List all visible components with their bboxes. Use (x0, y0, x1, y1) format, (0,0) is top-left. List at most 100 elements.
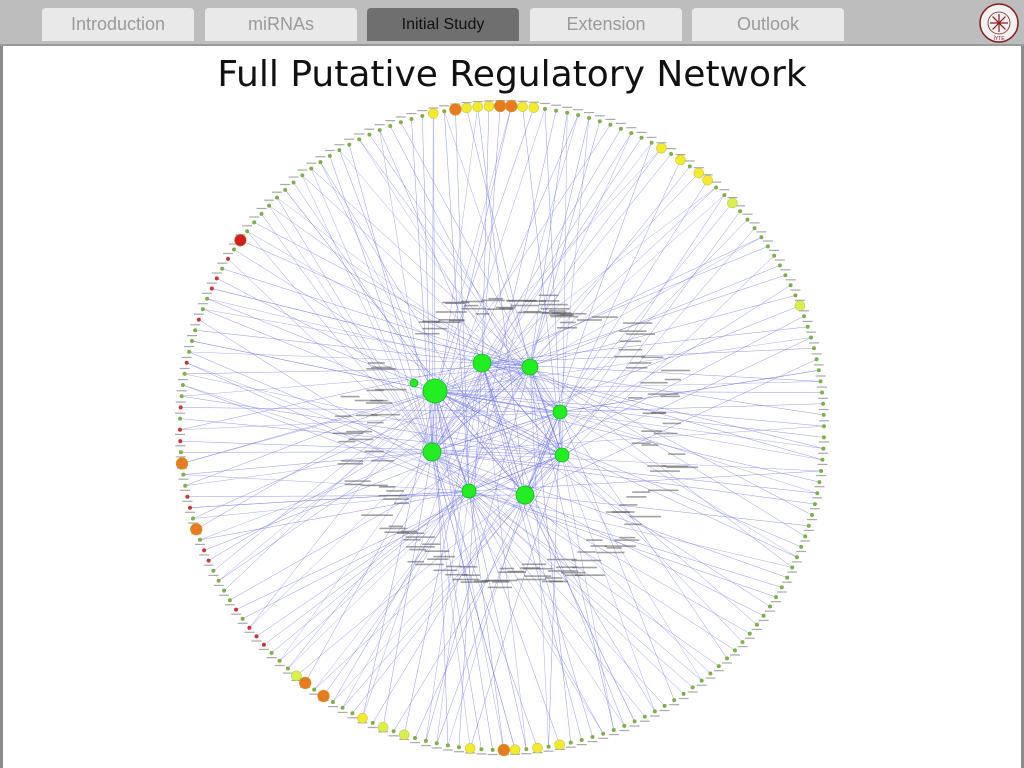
node-label-mark (422, 320, 441, 323)
peripheral-node-label-mark (816, 475, 827, 477)
node-label-mark (461, 307, 487, 310)
node-label-mark (464, 304, 479, 307)
peripheral-node (423, 738, 428, 743)
peripheral-node (445, 743, 450, 748)
peripheral-node (196, 317, 201, 322)
node-label-mark (541, 312, 561, 314)
node-label-mark (406, 546, 435, 548)
peripheral-node (772, 253, 777, 258)
regulatory-edge (431, 451, 702, 681)
regulatory-edge (522, 106, 563, 456)
tab-introduction[interactable]: Introduction (42, 8, 194, 41)
regulatory-edge (524, 494, 809, 527)
peripheral-node (793, 293, 798, 298)
regulatory-edge (216, 278, 436, 392)
peripheral-node (761, 613, 766, 618)
node-label-mark (524, 575, 552, 577)
peripheral-node-label-mark (195, 543, 205, 545)
peripheral-node-label-mark (756, 231, 767, 233)
hub-node (422, 378, 448, 404)
peripheral-node (669, 152, 674, 156)
peripheral-node-label-mark (812, 497, 823, 499)
regulatory-edge (529, 366, 806, 537)
peripheral-node-label-mark (791, 561, 802, 563)
regulatory-edge (199, 490, 470, 541)
peripheral-node-label-mark (237, 622, 248, 624)
regulatory-edge (431, 451, 482, 750)
regulatory-edge (181, 366, 531, 397)
regulatory-edge (229, 411, 561, 601)
peripheral-node (377, 128, 382, 133)
regulatory-edge (213, 390, 436, 571)
tab-initial-study[interactable]: Initial Study (367, 8, 519, 41)
tab-outlook[interactable]: Outlook (692, 8, 844, 41)
peripheral-node (716, 664, 721, 669)
regulatory-edge (304, 362, 483, 684)
node-label-mark (517, 311, 550, 314)
regulatory-edge (279, 490, 470, 662)
peripheral-node-label-mark (388, 735, 399, 737)
peripheral-node (788, 283, 793, 288)
peripheral-node (579, 738, 584, 742)
page-title: Full Putative Regulatory Network (217, 54, 807, 95)
peripheral-node-label-mark (178, 478, 189, 480)
tab-mirnas[interactable]: miRNAs (205, 8, 357, 41)
peripheral-node-label-mark (219, 594, 230, 596)
peripheral-node (652, 709, 657, 714)
node-label-mark (354, 399, 384, 402)
peripheral-node (740, 640, 745, 645)
peripheral-node-label-mark (744, 637, 755, 639)
regulatory-edge (311, 168, 433, 453)
regulatory-edge (529, 237, 762, 368)
node-label-mark (571, 559, 602, 562)
node-label-mark (337, 463, 363, 465)
peripheral-node (209, 286, 214, 291)
regulatory-edge (332, 366, 531, 703)
tab-extension[interactable]: Extension (530, 8, 682, 41)
regulatory-edge (434, 124, 611, 392)
regulatory-edge (180, 407, 561, 413)
regulatory-edge (468, 490, 719, 667)
regulatory-edge (524, 494, 635, 722)
node-label-mark (394, 502, 409, 505)
peripheral-node-label-mark (727, 197, 738, 199)
hub-link-edge (481, 362, 526, 496)
peripheral-node-label-mark (182, 500, 193, 502)
node-label-mark (445, 302, 465, 304)
peripheral-node (187, 349, 192, 354)
peripheral-node-label-mark (774, 259, 785, 261)
regulatory-edge (431, 451, 538, 749)
node-label-mark (460, 566, 478, 568)
peripheral-node-label-mark (587, 741, 598, 743)
regulatory-edge (242, 454, 563, 619)
peripheral-node (214, 276, 219, 281)
peripheral-node-label-mark (347, 717, 358, 719)
peripheral-node-label-mark (742, 213, 753, 215)
peripheral-node (193, 328, 198, 333)
regulatory-edge (352, 494, 526, 714)
peripheral-node (803, 534, 808, 539)
peripheral-node (745, 217, 750, 222)
regulatory-edge (431, 106, 512, 453)
node-label-mark (619, 536, 636, 539)
peripheral-node (493, 99, 507, 113)
peripheral-node (790, 565, 795, 570)
peripheral-node-label-mark (719, 189, 730, 191)
peripheral-node (206, 558, 211, 563)
peripheral-node-label-mark (244, 631, 255, 633)
node-label-mark (361, 514, 393, 516)
peripheral-node-label-mark (762, 240, 773, 242)
regulatory-edge (469, 454, 563, 749)
regulatory-edge (314, 490, 470, 690)
peripheral-nodes (175, 99, 826, 757)
peripheral-node-label-mark (175, 401, 186, 403)
peripheral-node-label-mark (562, 106, 573, 108)
peripheral-node (300, 173, 305, 178)
regulatory-edge (481, 362, 821, 382)
peripheral-node (608, 122, 613, 127)
peripheral-node-label-mark (242, 225, 253, 227)
regulatory-edge (481, 362, 593, 738)
node-label-mark (487, 586, 513, 589)
peripheral-node-label-mark (193, 313, 204, 315)
regulatory-edge (268, 205, 561, 413)
